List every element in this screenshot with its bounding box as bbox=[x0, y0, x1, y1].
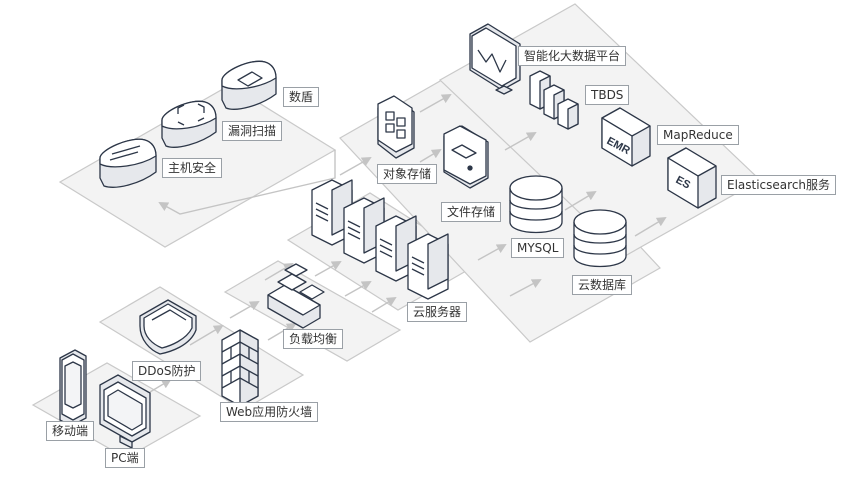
label-cloud-server: 云服务器 bbox=[407, 302, 468, 322]
label-mysql: MYSQL bbox=[511, 238, 565, 258]
label-file-storage: 文件存储 bbox=[441, 202, 502, 222]
arrow-server-to-object-storage bbox=[339, 157, 372, 176]
arrow-lb-to-server-4 bbox=[371, 296, 397, 313]
label-pc: PC端 bbox=[105, 448, 145, 468]
tbds-cluster-icon bbox=[529, 70, 579, 130]
label-elasticsearch: Elasticsearch服务 bbox=[721, 175, 837, 195]
label-mapreduce: MapReduce bbox=[657, 125, 739, 145]
label-ddos: DDoS防护 bbox=[132, 361, 202, 381]
mysql-database-icon bbox=[509, 175, 563, 234]
es-icon bbox=[667, 147, 717, 209]
arrow-lb-to-server-3 bbox=[344, 281, 372, 297]
server-icon bbox=[407, 233, 449, 300]
arrow-lb-to-server-2 bbox=[314, 261, 342, 277]
cloud-database-icon bbox=[573, 209, 627, 268]
object-storage-icon bbox=[377, 95, 415, 159]
label-vuln-scan: 漏洞扫描 bbox=[222, 121, 283, 141]
arrow-client-to-ddos bbox=[149, 378, 172, 393]
server-icon bbox=[311, 179, 353, 246]
cloud-server-icons bbox=[311, 179, 449, 300]
ddos-shield-icon bbox=[139, 299, 197, 355]
arrow-storage-to-bigdata-1 bbox=[419, 94, 452, 113]
arrow-server-to-mysql bbox=[477, 244, 507, 261]
mobile-phone-icon bbox=[59, 349, 87, 427]
label-cloud-database: 云数据库 bbox=[572, 275, 633, 295]
file-storage-icon bbox=[443, 125, 489, 189]
arrow-lb-to-server-1 bbox=[264, 263, 294, 281]
label-load-balancer: 负载均衡 bbox=[283, 329, 344, 349]
vuln-scan-icon bbox=[161, 100, 217, 148]
label-data-shield: 数盾 bbox=[283, 87, 320, 107]
server-icon bbox=[343, 197, 385, 264]
firewall-icon bbox=[221, 329, 259, 407]
data-shield-icon bbox=[221, 60, 277, 110]
arrow-host-security-return bbox=[158, 150, 336, 215]
label-mobile: 移动端 bbox=[46, 421, 95, 441]
arrow-server-to-file-storage bbox=[419, 148, 442, 163]
emr-icon bbox=[601, 107, 651, 167]
label-object-storage: 对象存储 bbox=[377, 164, 438, 184]
label-tbds: TBDS bbox=[585, 85, 630, 105]
arrow-waf-to-lb bbox=[267, 323, 297, 341]
label-bigdata-platform: 智能化大数据平台 bbox=[518, 46, 627, 66]
load-balancer-icon bbox=[267, 263, 325, 329]
arrow-storage-to-bigdata-2 bbox=[504, 132, 537, 151]
arrow-storage-to-bigdata-3 bbox=[564, 190, 597, 211]
host-security-icon bbox=[99, 138, 157, 188]
arrow-server-to-cloud-db bbox=[509, 279, 542, 297]
label-host-security: 主机安全 bbox=[162, 158, 223, 178]
bigdata-monitor-icon bbox=[469, 23, 521, 95]
label-waf: Web应用防火墙 bbox=[220, 402, 319, 422]
arrow-ddos-to-lb bbox=[189, 324, 224, 346]
flow-arrows bbox=[149, 94, 667, 393]
arrow-storage-to-bigdata-4 bbox=[634, 216, 667, 237]
arrow-waf-to-servers bbox=[229, 301, 260, 319]
pc-monitor-icon bbox=[99, 374, 151, 449]
